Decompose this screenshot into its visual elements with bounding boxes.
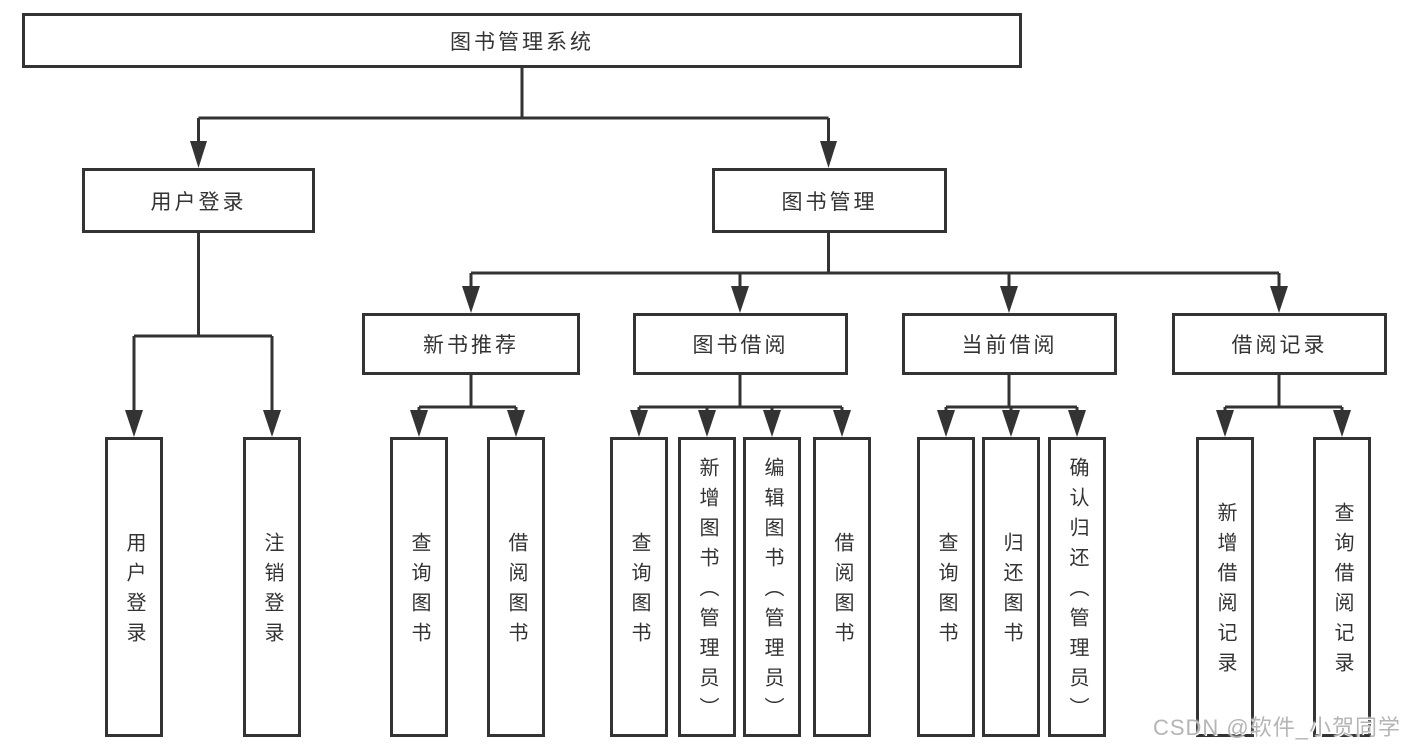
leaf-recommend-query-book: 查询图书 xyxy=(390,437,448,737)
arrow-down-icon xyxy=(125,410,143,437)
connector-new-book-recommend-to-leaves xyxy=(410,375,525,437)
connector-book-management-to-level3 xyxy=(462,233,1288,313)
leaf-borrow-query-book: 查询图书 xyxy=(610,437,668,737)
node-label: 借阅记录 xyxy=(1231,334,1328,357)
arrow-down-icon xyxy=(190,141,207,168)
leaf-user-login: 用户登录 xyxy=(105,437,163,737)
arrow-down-icon xyxy=(731,286,749,313)
connector-current-borrow-to-leaves xyxy=(937,375,1086,437)
arrow-down-icon xyxy=(630,410,648,437)
node-book-borrow: 图书借阅 xyxy=(633,313,848,375)
arrow-down-icon xyxy=(1216,410,1234,437)
node-root-library-system: 图书管理系统 xyxy=(22,13,1022,68)
arrow-down-icon xyxy=(1270,286,1288,313)
node-label: 图书管理系统 xyxy=(450,30,594,54)
arrow-down-icon xyxy=(1333,410,1351,437)
leaf-add-borrow-record: 新增借阅记录 xyxy=(1196,437,1254,737)
arrow-down-icon xyxy=(1068,410,1086,437)
leaf-current-query-book: 查询图书 xyxy=(917,437,975,737)
watermark: CSDN @软件_小贺同学 xyxy=(1152,715,1401,740)
leaf-label: 归还图书 xyxy=(1000,532,1022,652)
connector-book-borrow-to-leaves xyxy=(630,375,851,437)
connector-user-login-to-leaves xyxy=(125,233,281,437)
leaf-label: 借阅图书 xyxy=(505,532,527,652)
arrow-down-icon xyxy=(763,410,781,437)
node-user-login: 用户登录 xyxy=(82,168,315,233)
node-label: 新书推荐 xyxy=(423,334,519,357)
leaf-label: 借阅图书 xyxy=(831,532,853,652)
arrow-down-icon xyxy=(1002,410,1020,437)
leaf-edit-book-admin: 编辑图书（管理员） xyxy=(743,437,801,737)
leaf-label: 查询图书 xyxy=(628,532,650,652)
arrow-down-icon xyxy=(462,286,480,313)
leaf-query-borrow-record: 查询借阅记录 xyxy=(1313,437,1371,737)
arrow-down-icon xyxy=(820,141,837,168)
node-label: 当前借阅 xyxy=(961,334,1058,357)
arrow-down-icon xyxy=(507,410,525,437)
arrow-down-icon xyxy=(833,410,851,437)
leaf-add-book-admin: 新增图书（管理员） xyxy=(678,437,736,737)
leaf-confirm-return-admin: 确认归还（管理员） xyxy=(1048,437,1106,737)
arrow-down-icon xyxy=(937,410,955,437)
arrow-down-icon xyxy=(1000,286,1018,313)
arrow-down-icon xyxy=(263,410,281,437)
leaf-label: 查询图书 xyxy=(935,532,957,652)
leaf-label: 查询借阅记录 xyxy=(1331,502,1353,682)
leaf-label: 注销登录 xyxy=(261,532,283,652)
leaf-recommend-borrow-book: 借阅图书 xyxy=(487,437,545,737)
node-current-borrow: 当前借阅 xyxy=(902,313,1117,375)
leaf-label: 查询图书 xyxy=(408,532,430,652)
node-new-book-recommend: 新书推荐 xyxy=(362,313,580,375)
arrow-down-icon xyxy=(698,410,716,437)
node-borrow-records: 借阅记录 xyxy=(1172,313,1387,375)
leaf-label: 确认归还（管理员） xyxy=(1066,457,1088,727)
leaf-return-book: 归还图书 xyxy=(982,437,1040,737)
leaf-label: 新增借阅记录 xyxy=(1214,502,1236,682)
node-label: 用户登录 xyxy=(150,190,247,214)
node-label: 图书借阅 xyxy=(692,334,789,357)
leaf-label: 用户登录 xyxy=(123,532,145,652)
node-label: 图书管理 xyxy=(781,190,878,214)
leaf-borrow-book: 借阅图书 xyxy=(813,437,871,737)
leaf-label: 新增图书（管理员） xyxy=(696,457,718,727)
leaf-label: 编辑图书（管理员） xyxy=(761,457,783,727)
node-book-management: 图书管理 xyxy=(712,168,947,233)
connector-root-to-level2 xyxy=(190,67,837,168)
arrow-down-icon xyxy=(410,410,428,437)
leaf-logout-login: 注销登录 xyxy=(243,437,301,737)
connector-borrow-records-to-leaves xyxy=(1216,375,1351,437)
